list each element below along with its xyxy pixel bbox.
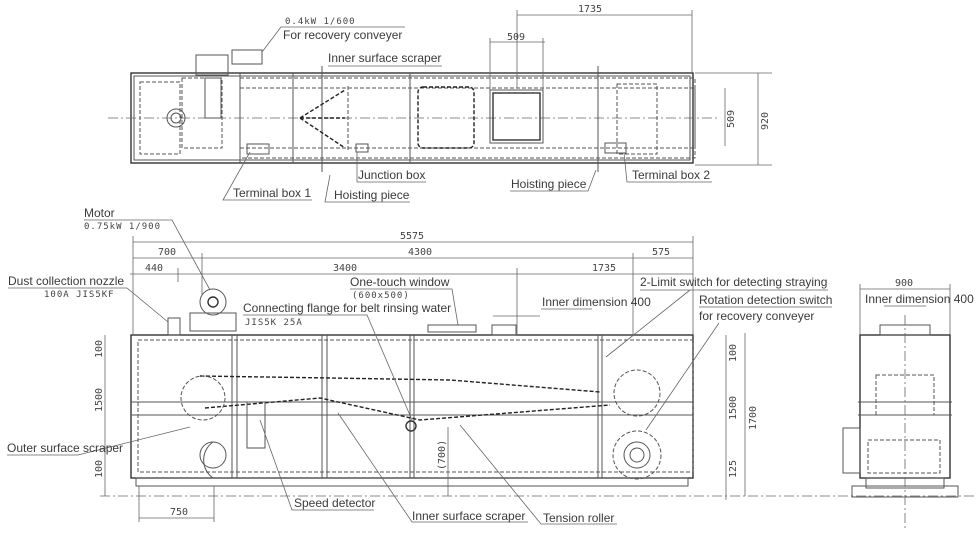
dim-3400: 3400 bbox=[333, 263, 357, 274]
label-tension-roller: Tension roller bbox=[543, 511, 614, 525]
label-inner-surface-scraper-side: Inner surface scraper bbox=[412, 509, 525, 523]
label-hoisting-piece-1: Hoisting piece bbox=[334, 188, 410, 202]
end-view: 900 Inner dimension 400 bbox=[842, 278, 974, 530]
dim-440: 440 bbox=[145, 263, 163, 274]
dim-700-paren: (700) bbox=[437, 440, 448, 470]
dim-920: 920 bbox=[760, 112, 771, 130]
label-hoisting-piece-2: Hoisting piece bbox=[511, 177, 587, 191]
label-outer-surface-scraper: Outer surface scraper bbox=[7, 441, 123, 455]
recovery-motor-icon bbox=[195, 54, 229, 76]
junction-box-icon bbox=[355, 143, 369, 153]
terminal-box-1-icon bbox=[246, 143, 270, 155]
dim-1735-side: 1735 bbox=[592, 263, 616, 274]
dim-509-vertical: 509 bbox=[726, 110, 737, 128]
dim-1735-top: 1735 bbox=[578, 4, 602, 15]
label-speed-detector: Speed detector bbox=[294, 496, 375, 510]
flange-spec: JIS5K 25A bbox=[245, 318, 303, 328]
recovery-motor-spec: 0.4kW 1/600 bbox=[285, 17, 356, 27]
label-rotation-switch-line2: for recovery conveyer bbox=[699, 309, 814, 323]
label-junction-box: Junction box bbox=[358, 168, 425, 182]
label-terminal-box-1: Terminal box 1 bbox=[233, 186, 311, 200]
label-recovery-conveyer: For recovery conveyer bbox=[283, 28, 402, 42]
label-inner-dimension-end: Inner dimension 400 bbox=[865, 292, 974, 306]
label-rotation-switch: Rotation detection switch bbox=[699, 293, 832, 307]
drive-pulley-icon bbox=[180, 375, 226, 421]
motor-spec: 0.75kW 1/900 bbox=[84, 222, 161, 232]
side-view-housing bbox=[130, 334, 694, 479]
label-one-touch-window: One-touch window bbox=[350, 275, 450, 289]
label-dust-collection-nozzle: Dust collection nozzle bbox=[8, 274, 124, 288]
dim-1500-left: 1500 bbox=[94, 388, 105, 412]
label-limit-switch: 2-Limit switch for detecting straying bbox=[640, 275, 827, 289]
dim-1700: 1700 bbox=[748, 406, 759, 430]
window-size: (600x500) bbox=[352, 291, 410, 301]
label-inner-surface-scraper-top: Inner surface scraper bbox=[328, 51, 441, 65]
dim-100-right: 100 bbox=[728, 344, 739, 362]
dim-575: 575 bbox=[652, 247, 670, 258]
label-motor: Motor bbox=[84, 206, 115, 220]
tail-pulley-icon bbox=[623, 441, 651, 469]
speed-detector-icon bbox=[246, 401, 266, 449]
dust-nozzle-spec: 100A JIS5KF bbox=[44, 290, 115, 300]
dim-509-horizontal: 509 bbox=[507, 32, 525, 43]
label-connecting-flange: Connecting flange for belt rinsing water bbox=[243, 301, 451, 315]
dim-1500-right: 1500 bbox=[728, 396, 739, 420]
top-view: 1735 509 509 920 0.4kW 1/600 For recover… bbox=[108, 4, 772, 203]
motor-icon bbox=[199, 288, 227, 316]
dim-100-top-left: 100 bbox=[94, 340, 105, 358]
label-inner-dimension-side: Inner dimension 400 bbox=[542, 295, 651, 309]
side-view: 5575 700 4300 575 440 3400 1735 100 1500… bbox=[7, 206, 975, 525]
label-terminal-box-2: Terminal box 2 bbox=[632, 168, 710, 182]
dim-900: 900 bbox=[895, 278, 913, 289]
dim-4300: 4300 bbox=[408, 247, 432, 258]
dim-5575: 5575 bbox=[400, 231, 424, 242]
dim-125-right: 125 bbox=[728, 460, 739, 478]
dim-100-bottom-left: 100 bbox=[94, 460, 105, 478]
tension-roller-icon bbox=[405, 420, 417, 432]
top-square-opening bbox=[492, 92, 541, 141]
dim-700: 700 bbox=[158, 247, 176, 258]
one-touch-window-icon bbox=[417, 86, 475, 149]
dim-750: 750 bbox=[170, 507, 188, 518]
terminal-box-2-icon bbox=[604, 142, 627, 154]
